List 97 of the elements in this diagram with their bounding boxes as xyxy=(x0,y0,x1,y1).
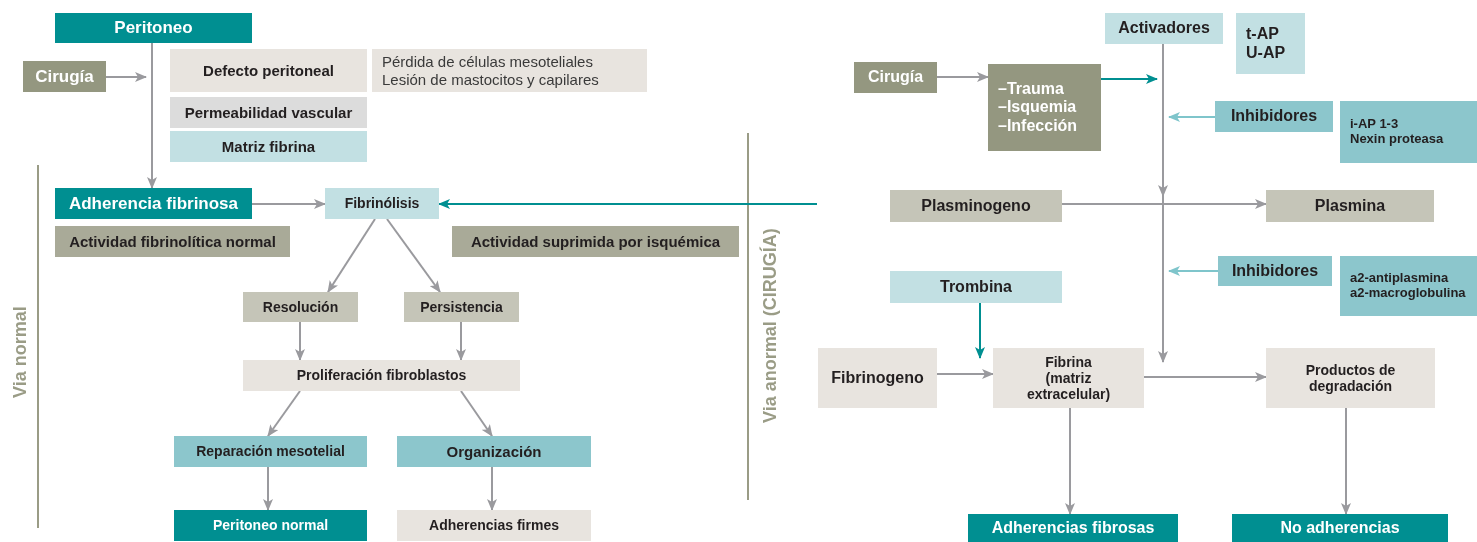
process-box xyxy=(174,436,367,467)
box-label: Permeabilidad vascular xyxy=(184,103,353,122)
box-label: –Infección xyxy=(998,116,1078,136)
box-label: Lesión de mastocitos y capilares xyxy=(382,70,599,88)
process-box xyxy=(397,510,591,541)
process-box xyxy=(1340,101,1477,163)
process-box xyxy=(968,514,1178,542)
process-box xyxy=(325,188,439,219)
box-label: Activadores xyxy=(1118,19,1210,38)
process-box xyxy=(404,292,519,322)
process-box xyxy=(854,62,937,93)
box-label: Persistencia xyxy=(420,298,503,316)
box-label: Matriz fibrina xyxy=(221,137,316,156)
arrow xyxy=(936,369,994,379)
box-label: U-AP xyxy=(1246,43,1286,62)
box-label: Adherencias fibrosas xyxy=(991,518,1155,538)
box-label: a2-macroglobulina xyxy=(1350,286,1466,301)
process-box xyxy=(243,292,358,322)
arrow xyxy=(460,390,493,437)
arrow xyxy=(105,72,147,82)
process-box xyxy=(170,97,367,128)
arrow xyxy=(147,42,157,189)
box-label: Fibrina (matriz extracelular) xyxy=(1026,353,1111,403)
box-label: Adherencias firmes xyxy=(429,517,559,534)
box-label: –Trauma xyxy=(998,79,1064,99)
arrow xyxy=(438,199,818,209)
box-label: Nexin proteasa xyxy=(1350,132,1444,147)
box-label: Peritoneo normal xyxy=(212,517,329,534)
box-label: Reparación mesotelial xyxy=(196,443,345,460)
process-box xyxy=(452,226,739,257)
box-label: Organización xyxy=(446,442,542,461)
process-box xyxy=(55,13,252,43)
arrow xyxy=(386,218,441,293)
box-label: Inhibidores xyxy=(1231,261,1319,281)
section-label: Via normal xyxy=(10,306,31,398)
arrow xyxy=(487,466,497,511)
box-label: Pérdida de células mesoteliales xyxy=(382,53,593,71)
box-label: Proliferación fibroblastos xyxy=(296,367,467,384)
box-label: Adherencia fibrinosa xyxy=(68,193,239,214)
arrow xyxy=(1100,74,1158,84)
process-box xyxy=(23,61,106,92)
process-box xyxy=(1215,101,1333,132)
arrow xyxy=(251,199,326,209)
process-box xyxy=(55,188,252,219)
process-box xyxy=(372,49,647,92)
arrow xyxy=(263,466,273,511)
process-box xyxy=(993,348,1144,408)
arrow xyxy=(1168,112,1216,122)
box-label: Inhibidores xyxy=(1230,107,1318,126)
box-label: a2-antiplasmina xyxy=(1350,271,1449,286)
process-box xyxy=(1105,13,1223,44)
box-label: Actividad suprimida por isquémica xyxy=(470,232,721,251)
arrow xyxy=(295,321,305,361)
process-box xyxy=(1266,348,1435,408)
process-box xyxy=(55,226,290,257)
box-label: Cirugía xyxy=(867,68,924,87)
box-label: –Isquemia xyxy=(998,98,1077,117)
arrow xyxy=(1158,43,1168,363)
process-box xyxy=(1232,514,1448,542)
box-label: Fibrinólisis xyxy=(344,195,420,212)
process-box xyxy=(988,64,1101,151)
box-label: Productos de degradación xyxy=(1304,361,1397,395)
arrow xyxy=(1341,407,1351,515)
process-box xyxy=(397,436,591,467)
box-label: i-AP 1-3 xyxy=(1350,117,1399,132)
box-label: Resolución xyxy=(262,298,339,316)
box-label: Trombina xyxy=(940,277,1012,297)
process-box xyxy=(1236,13,1305,74)
arrow xyxy=(1143,372,1267,382)
section-label: Via anormal (CIRUGÍA) xyxy=(760,228,781,423)
box-label: Actividad fibrinolítica normal xyxy=(69,232,276,251)
process-box xyxy=(1340,256,1477,316)
box-label: Fibrinogeno xyxy=(831,368,924,388)
process-box xyxy=(1266,190,1434,222)
box-label: Plasmina xyxy=(1314,196,1386,216)
process-box xyxy=(170,131,367,162)
process-box xyxy=(1218,256,1332,286)
process-box xyxy=(170,49,367,92)
process-box xyxy=(243,360,520,391)
process-box xyxy=(890,271,1062,303)
arrow xyxy=(1061,199,1267,209)
process-box xyxy=(890,190,1062,222)
box-label: No adherencias xyxy=(1280,518,1400,538)
arrow xyxy=(1168,266,1219,276)
arrow xyxy=(267,390,301,437)
arrow xyxy=(975,302,985,359)
arrow xyxy=(327,218,376,293)
box-label: Plasminogeno xyxy=(921,196,1031,216)
process-box xyxy=(818,348,937,408)
box-label: Cirugía xyxy=(35,66,94,87)
arrow xyxy=(936,72,989,82)
box-label: Defecto peritoneal xyxy=(203,61,334,80)
box-label: Peritoneo xyxy=(114,18,193,38)
box-label: t-AP xyxy=(1246,25,1279,44)
arrow xyxy=(1065,407,1075,515)
arrow xyxy=(456,321,466,361)
process-box xyxy=(174,510,367,541)
